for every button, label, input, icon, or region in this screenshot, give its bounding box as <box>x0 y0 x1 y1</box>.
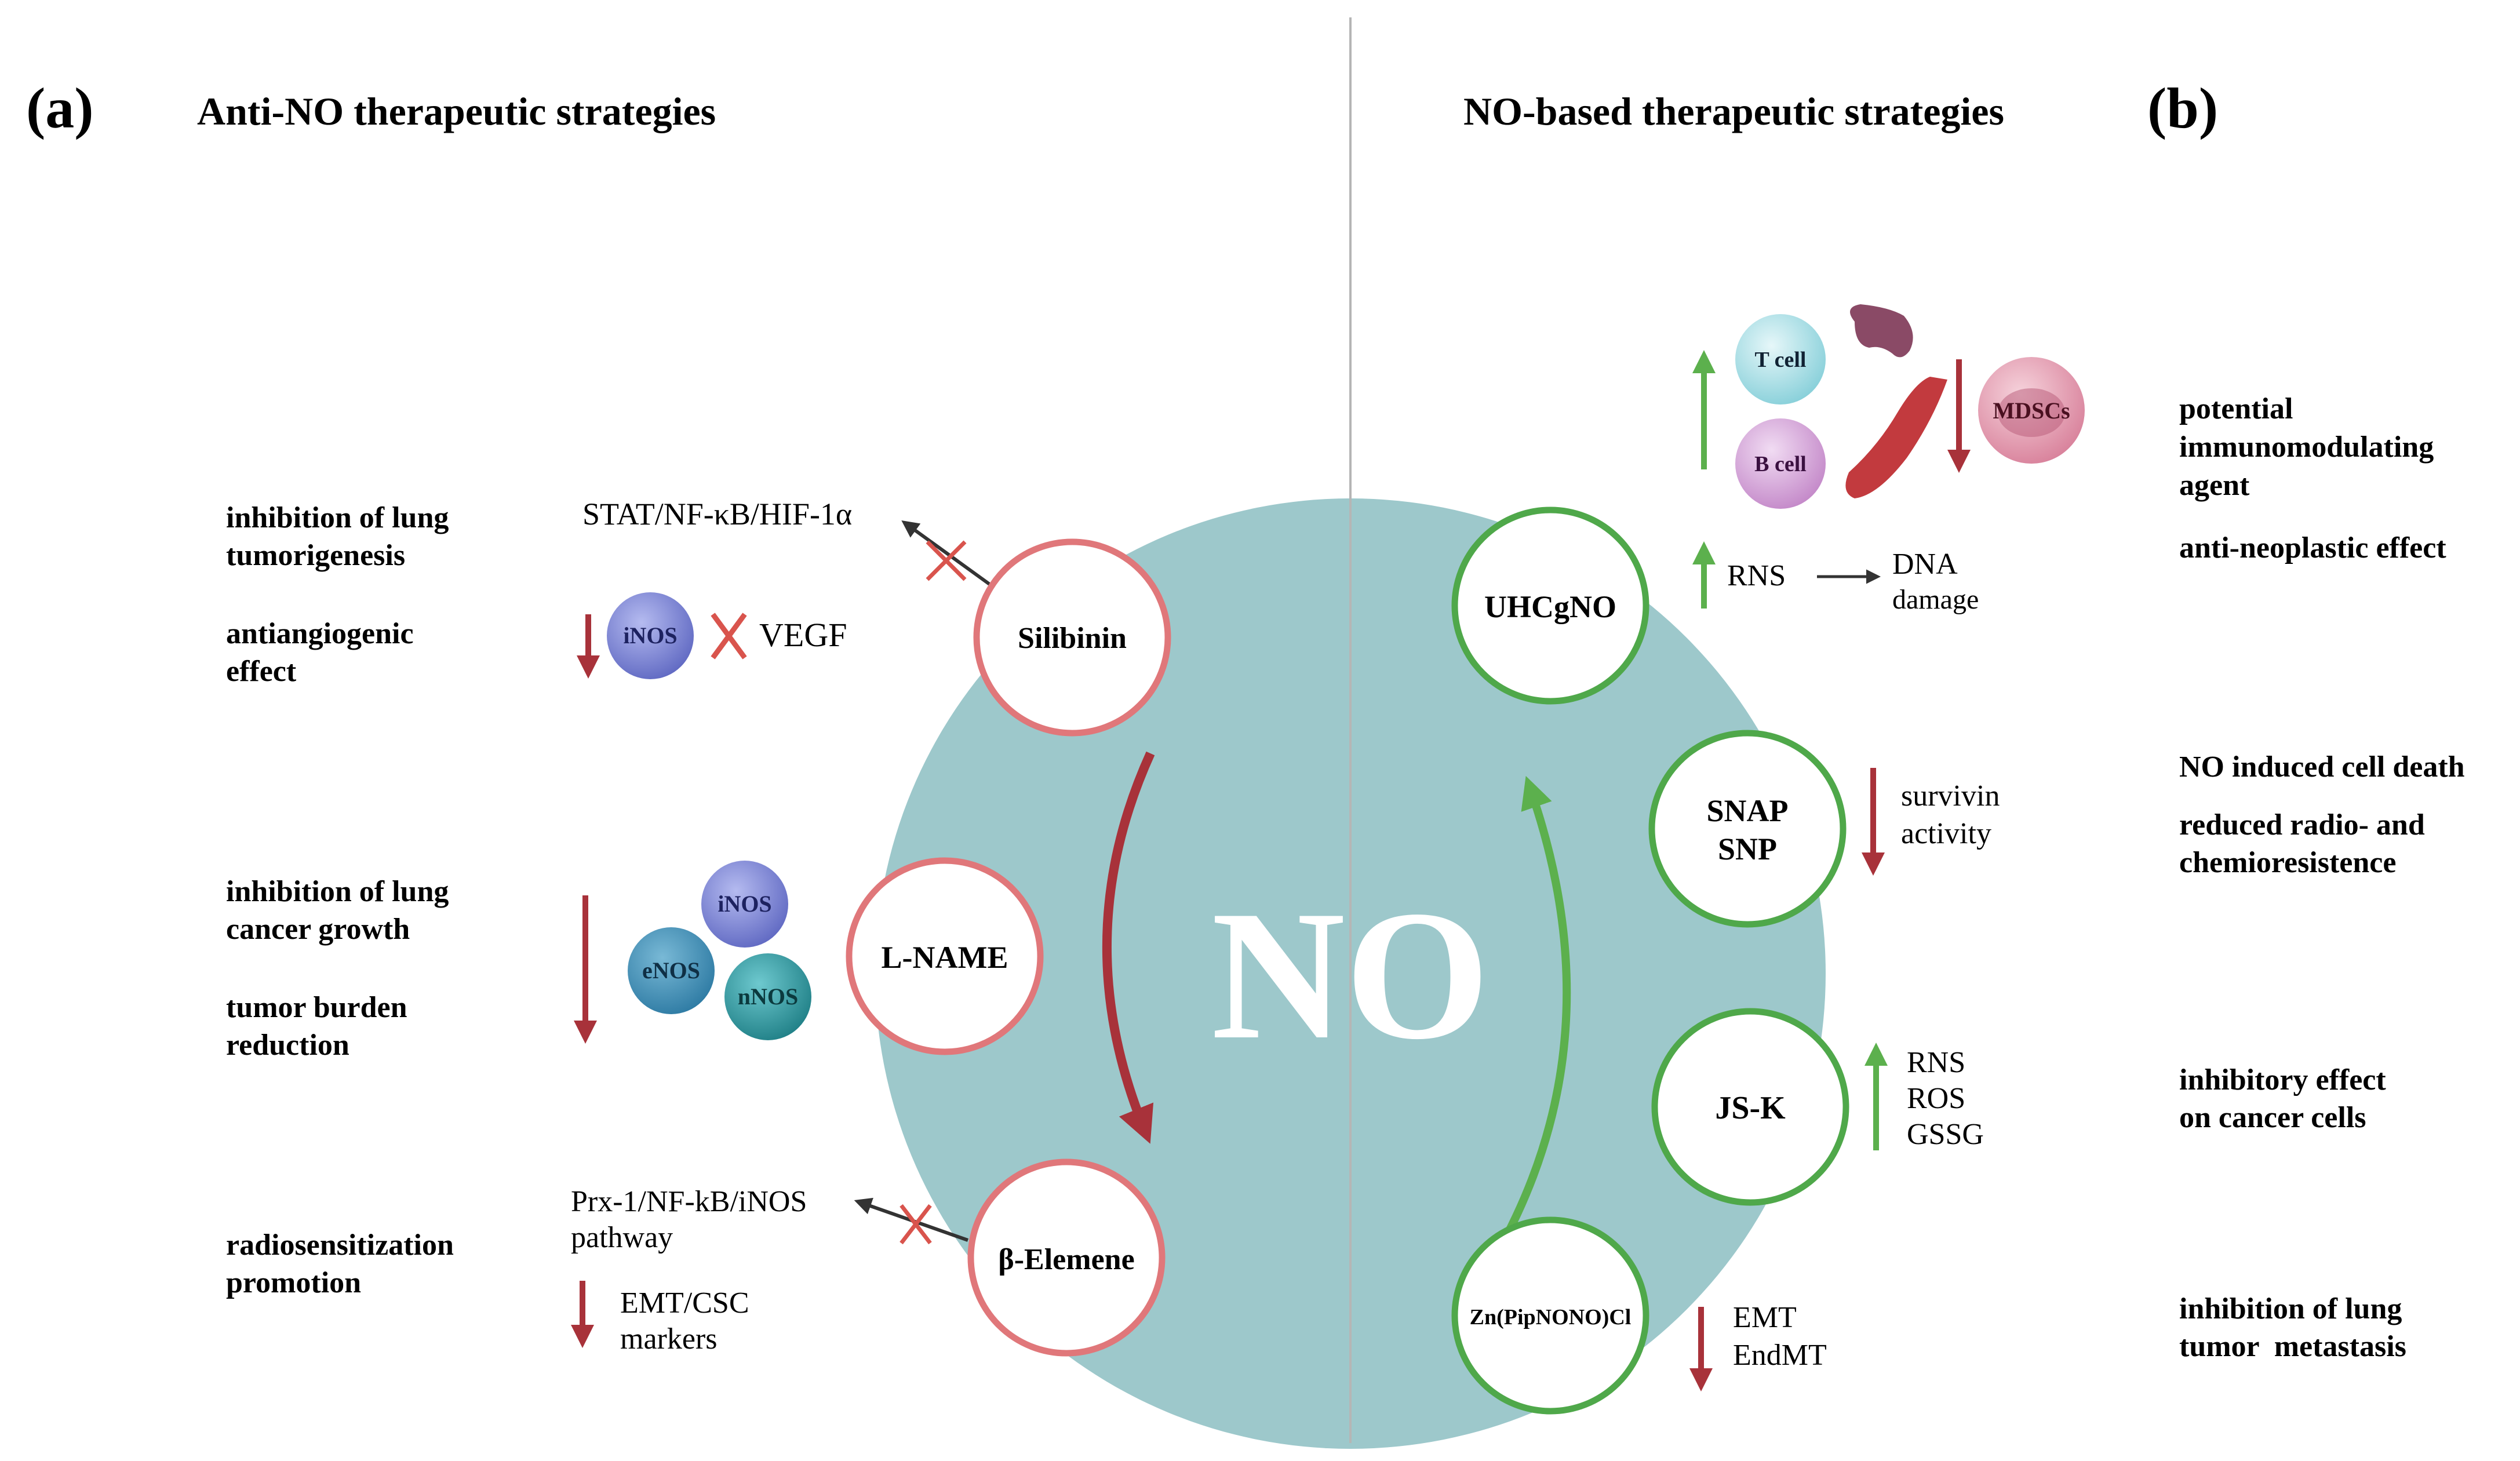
cross-icon <box>926 540 967 581</box>
uhcgno-node <box>1451 507 1649 705</box>
pathway-label: pathway <box>571 1221 673 1254</box>
effect-label: tumor metastasis <box>2179 1330 2406 1363</box>
enzyme-label: iNOS <box>623 622 677 648</box>
effect-label: tumorigenesis <box>226 539 405 572</box>
green-curved-arrow <box>1477 775 1571 1283</box>
target-label: survivin <box>1901 779 2000 813</box>
effect-label: effect <box>226 655 297 688</box>
silibinin-node <box>973 538 1171 737</box>
cross-icon <box>900 1204 932 1245</box>
zn-group: Zn(PipNONO)Cl EMT EndMT inhibition of lu… <box>1451 1216 2406 1415</box>
panel-a-tag: (a) <box>26 76 94 140</box>
jsk-group: JS-K RNS ROS GSSG inhibitory effect on c… <box>1651 1008 2386 1206</box>
effect-label: tumor burden <box>226 991 407 1024</box>
dna-label: damage <box>1892 584 1979 615</box>
effect-label: chemioresistence <box>2179 846 2396 879</box>
enzyme-label: iNOS <box>718 891 771 917</box>
spleen-icon <box>1850 304 1913 358</box>
target-label: activity <box>1901 817 1991 850</box>
panel-b-tag: (b) <box>2147 76 2218 140</box>
cell-label: T cell <box>1754 348 1806 372</box>
effect-label: promotion <box>226 1266 361 1299</box>
blood-vessel-icon <box>1845 377 1947 498</box>
effect-label: antiangiogenic <box>226 617 414 650</box>
drug-label: L-NAME <box>882 940 1008 975</box>
panel-a-title: Anti-NO therapeutic strategies <box>197 89 716 133</box>
inhibition-arrow <box>901 520 992 587</box>
effect-label: inhibition of lung <box>2179 1292 2402 1325</box>
effect-label: inhibition of lung <box>226 501 449 534</box>
pathway-label: STAT/NF-κB/HIF-1α <box>582 497 852 531</box>
drug-label: JS-K <box>1715 1090 1786 1126</box>
dna-label: DNA <box>1892 548 1958 581</box>
enzyme-ball <box>724 953 811 1040</box>
elemene-group: radiosensitization promotion Prx-1/NF-kB… <box>226 1158 1166 1357</box>
effect-label: potential <box>2179 392 2293 425</box>
marker-label: EndMT <box>1733 1339 1827 1372</box>
drug-label: β-Elemene <box>998 1243 1134 1276</box>
snap-group: SNAP SNP survivin activity NO induced ce… <box>1648 730 2465 928</box>
species-label: RNS <box>1907 1046 1965 1079</box>
silibinin-group: inhibition of lung tumorigenesis antiang… <box>226 497 1171 737</box>
pathway-label: Prx-1/NF-kB/iNOS <box>571 1185 807 1218</box>
species-label: RNS <box>1727 559 1786 592</box>
species-label: GSSG <box>1907 1118 1984 1151</box>
enzyme-label: nNOS <box>738 983 799 1010</box>
effect-label: NO induced cell death <box>2179 750 2465 784</box>
lname-node <box>846 857 1044 1055</box>
snap-node <box>1648 730 1847 928</box>
cell-label: B cell <box>1754 452 1807 476</box>
red-curved-arrow <box>1102 751 1155 1144</box>
effect-label: radiosensitization <box>226 1229 454 1262</box>
drug-label: Zn(PipNONO)Cl <box>1470 1305 1632 1329</box>
panel-b-title: NO-based therapeutic strategies <box>1463 89 2004 133</box>
enzyme-label: eNOS <box>642 957 700 983</box>
cross-icon <box>711 613 747 660</box>
effect-label: agent <box>2179 469 2250 502</box>
drug-label: Silibinin <box>1018 622 1127 655</box>
effect-label: anti-neoplastic effect <box>2179 531 2446 564</box>
jsk-node <box>1651 1008 1849 1206</box>
effect-label: reduction <box>226 1029 349 1062</box>
drug-label: SNP <box>1718 832 1777 866</box>
enzyme-ball <box>701 861 788 948</box>
marker-label: markers <box>620 1322 717 1356</box>
effect-label: cancer growth <box>226 913 410 946</box>
drug-label: SNAP <box>1706 793 1788 828</box>
uhcgno-group: T cell B cell MDSCs RNS DNA damage UHCgN… <box>1451 304 2446 705</box>
drug-label: UHCgNO <box>1484 589 1616 624</box>
enzyme-ball <box>607 592 694 679</box>
enzyme-ball <box>628 927 715 1014</box>
target-label: VEGF <box>759 616 847 654</box>
elemene-node <box>967 1158 1166 1357</box>
b-cell-icon <box>1735 418 1826 509</box>
effect-label: reduced radio- and <box>2179 808 2425 841</box>
effect-label: immunomodulating <box>2179 431 2434 464</box>
effect-label: on cancer cells <box>2179 1101 2366 1134</box>
species-label: ROS <box>1907 1082 1965 1115</box>
marker-label: EMT <box>1733 1301 1797 1334</box>
effect-label: inhibition of lung <box>226 875 449 908</box>
lname-group: inhibition of lung cancer growth tumor b… <box>226 857 1044 1062</box>
marker-label: EMT/CSC <box>620 1287 749 1320</box>
cell-label: MDSCs <box>1993 398 2070 424</box>
mdsc-nucleus <box>1998 388 2065 437</box>
zn-node <box>1451 1216 1649 1415</box>
t-cell-icon <box>1735 314 1826 405</box>
effect-label: inhibitory effect <box>2179 1063 2386 1096</box>
